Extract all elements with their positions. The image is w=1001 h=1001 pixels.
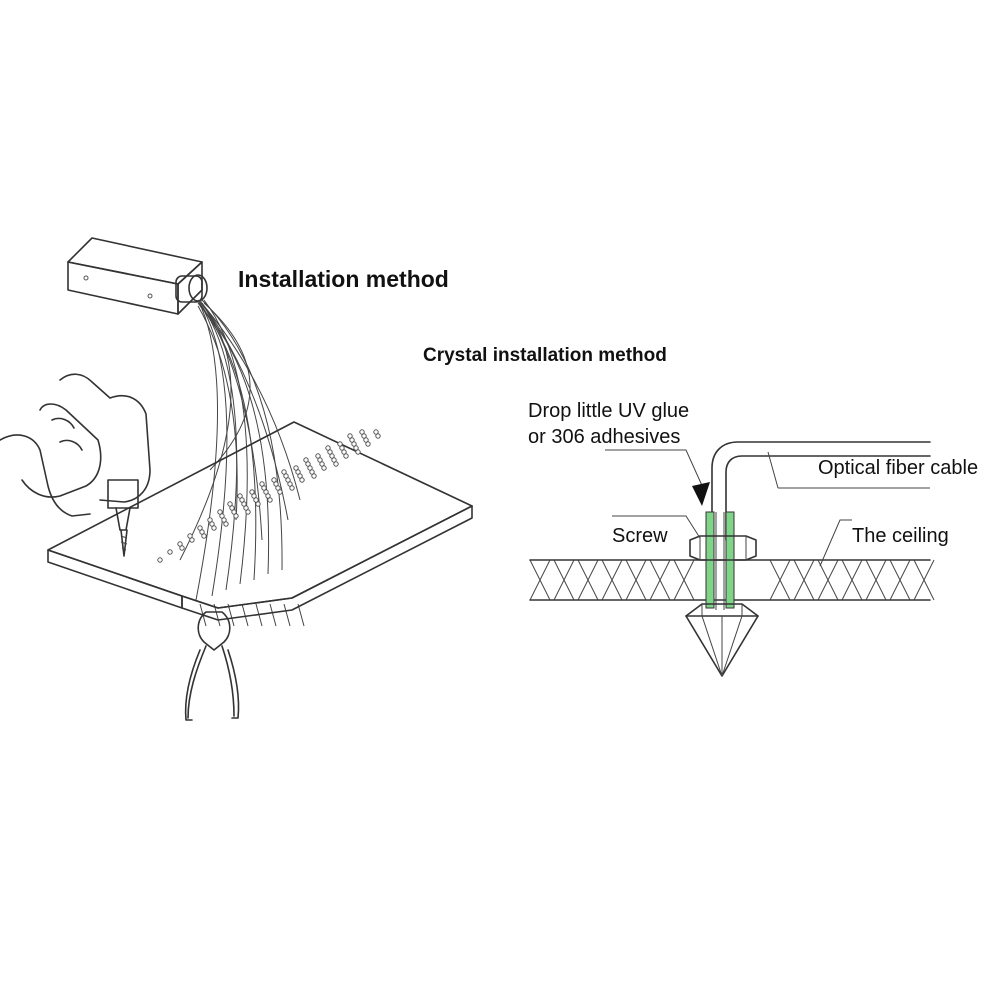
fiber-tail: [283, 603, 291, 627]
hatch-stroke: [769, 559, 791, 601]
hatch-stroke: [817, 559, 839, 601]
glue-label-line2: or 306 adhesives: [528, 426, 681, 448]
panel-hole: [227, 501, 233, 507]
panel-hole: [237, 493, 243, 499]
fiber-strand: [195, 299, 218, 601]
hatch-stroke: [529, 559, 551, 601]
fiber-strand: [199, 299, 263, 541]
panel-hole: [249, 489, 255, 495]
optical-fiber-label: Optical fiber cable: [818, 457, 979, 479]
glue-label: Drop little UV glue or 306 adhesives: [528, 398, 689, 450]
hatch-stroke: [673, 559, 695, 601]
hatch-stroke: [793, 559, 815, 601]
ceiling-label: The ceiling: [852, 525, 949, 547]
hatch-stroke: [601, 559, 623, 601]
panel-hole: [167, 549, 173, 555]
fiber-tail: [297, 603, 305, 627]
pliers: [184, 611, 240, 721]
glue-label-line1: Drop little UV glue: [528, 400, 690, 422]
panel-hole: [177, 541, 183, 547]
panel-hole: [197, 525, 203, 531]
panel-hole: [217, 509, 223, 515]
hatch-stroke: [841, 559, 863, 601]
panel-hole: [187, 533, 193, 539]
hatch-stroke: [649, 559, 671, 601]
fiber-strand: [199, 302, 228, 597]
panel-hole: [337, 441, 343, 447]
fiber-strand: [203, 299, 248, 585]
ceiling-section: [529, 559, 935, 601]
fiber-strand: [201, 305, 238, 591]
fiber-strand: [203, 302, 251, 471]
hatch-stroke: [865, 559, 887, 601]
ceiling-panel: [47, 421, 473, 621]
drill-hand: [0, 373, 151, 557]
hatch-stroke: [625, 559, 647, 601]
fiber-tail: [269, 603, 277, 627]
hatch-stroke: [889, 559, 911, 601]
fiber-bundle: [179, 299, 305, 627]
light-source-box: [67, 237, 208, 315]
panel-hole: [293, 465, 299, 471]
fiber-strand: [203, 305, 301, 501]
panel-hole: [157, 557, 163, 563]
glue-region: [705, 511, 735, 610]
panel-hole: [373, 429, 379, 435]
panel-holes: [157, 429, 381, 563]
panel-hole: [347, 433, 353, 439]
crystal-installation-title: Crystal installation method: [423, 345, 667, 366]
crystal: [685, 603, 759, 677]
panel-hole: [207, 517, 213, 523]
screw-nut: [689, 535, 757, 561]
fiber-tail: [227, 603, 235, 627]
panel-hole: [281, 469, 287, 475]
fiber-cable-drawing: [711, 441, 931, 541]
panel-hole: [315, 453, 321, 459]
panel-hole: [359, 429, 365, 435]
hatch-stroke: [577, 559, 599, 601]
fiber-strand: [201, 299, 283, 571]
leader-lines: [605, 449, 930, 567]
fiber-strand: [179, 299, 232, 561]
fiber-strand: [201, 302, 289, 521]
panel-hole: [303, 457, 309, 463]
screw-label: Screw: [612, 525, 668, 547]
panel-hole: [325, 445, 331, 451]
hatch-stroke: [913, 559, 935, 601]
ceiling-hatch: [529, 559, 935, 601]
fiber-tail: [241, 603, 249, 627]
panel-hole: [271, 477, 277, 483]
installation-method-title: Installation method: [238, 266, 449, 292]
panel-hole: [259, 481, 265, 487]
hatch-stroke: [553, 559, 575, 601]
